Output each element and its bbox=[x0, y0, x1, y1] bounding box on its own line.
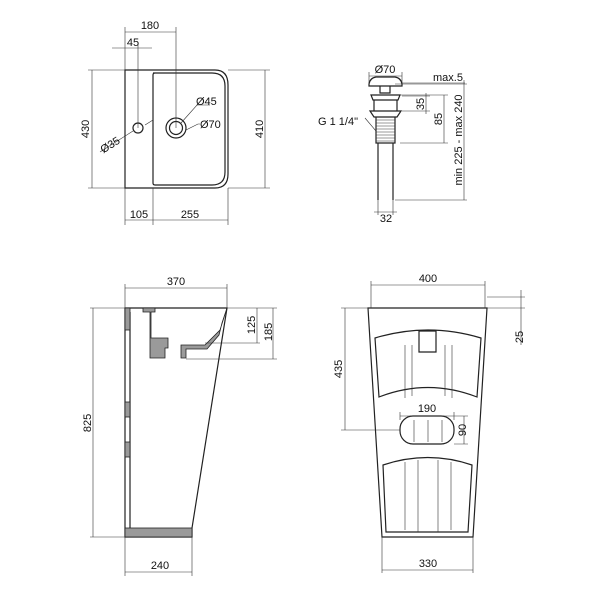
dim-105: 105 bbox=[130, 209, 148, 221]
dimension-lines bbox=[88, 27, 270, 225]
dim-430: 430 bbox=[80, 120, 92, 138]
base-section bbox=[124, 527, 193, 538]
wall-section-top bbox=[124, 307, 131, 331]
dim-85: 85 bbox=[433, 113, 445, 125]
top-view: 180 45 430 410 Ø35 Ø45 Ø70 105 255 bbox=[80, 20, 270, 225]
dim-90: 90 bbox=[457, 424, 469, 436]
dim-185: 185 bbox=[263, 323, 275, 341]
dim-total-length: min 225 - max 240 bbox=[453, 94, 465, 185]
dim-tap-hole: Ø35 bbox=[98, 135, 122, 156]
dim-255: 255 bbox=[181, 209, 199, 221]
dim-32: 32 bbox=[380, 213, 392, 225]
dim-825: 825 bbox=[82, 414, 94, 432]
dimension-lines bbox=[364, 72, 467, 215]
thread-lines bbox=[376, 119, 395, 142]
dim-drain-inner: Ø45 bbox=[196, 96, 217, 108]
dim-435: 435 bbox=[333, 360, 345, 378]
washbasin-outline bbox=[124, 69, 229, 189]
dim-240: 240 bbox=[151, 560, 169, 572]
dim-180: 180 bbox=[141, 20, 159, 32]
dim-25: 25 bbox=[514, 331, 526, 343]
pedestal-outline bbox=[367, 307, 488, 538]
side-view: 370 825 125 185 240 bbox=[82, 276, 277, 576]
dim-190: 190 bbox=[418, 403, 436, 415]
dimension-lines bbox=[341, 281, 525, 573]
dim-max5: max.5 bbox=[433, 72, 463, 84]
wall-section-mid bbox=[124, 401, 131, 418]
basin-bowl bbox=[152, 72, 226, 186]
rear-opening bbox=[399, 415, 455, 445]
dim-370: 370 bbox=[167, 276, 185, 288]
front-view: 400 435 25 190 90 330 bbox=[333, 273, 526, 573]
drain-body bbox=[368, 86, 403, 200]
drain-cap bbox=[368, 76, 403, 87]
dim-400: 400 bbox=[419, 273, 437, 285]
upper-recess bbox=[374, 329, 482, 398]
dim-45: 45 bbox=[127, 37, 139, 49]
dim-125: 125 bbox=[246, 316, 258, 334]
rib-lines bbox=[404, 345, 453, 532]
dim-410: 410 bbox=[254, 120, 266, 138]
dimension-lines bbox=[90, 284, 277, 576]
dim-35: 35 bbox=[415, 98, 427, 110]
thread-label: G 1 1/4" bbox=[318, 116, 358, 128]
bowl-section bbox=[142, 307, 228, 359]
drain-valve-view: Ø70 max.5 35 85 min 225 - max 240 G 1 1/… bbox=[318, 64, 467, 225]
dim-cap-diameter: Ø70 bbox=[375, 64, 396, 76]
dim-330: 330 bbox=[419, 558, 437, 570]
wall-section-low bbox=[124, 441, 131, 458]
lower-recess bbox=[382, 456, 473, 533]
dim-drain-outer: Ø70 bbox=[200, 119, 221, 131]
